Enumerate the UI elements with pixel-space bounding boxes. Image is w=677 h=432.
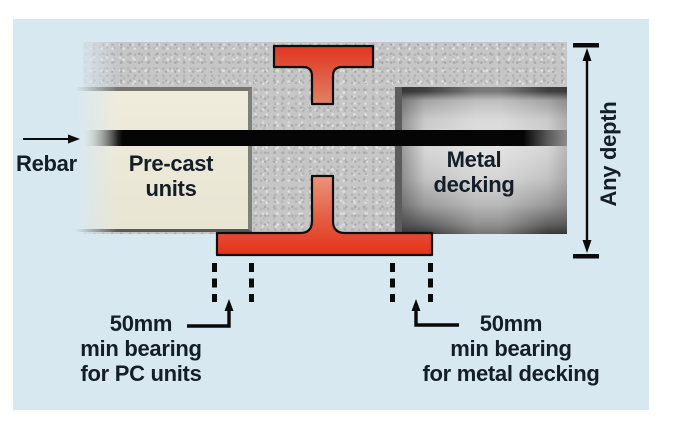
section-fade (66, 40, 118, 262)
left-bearing-note-line2: min bearing (80, 336, 202, 361)
right-bearing-note: 50mm min bearing for metal decking (411, 311, 611, 386)
precast-label: Pre-cast units (106, 151, 236, 201)
right-bearing-note-line2: min bearing (450, 336, 572, 361)
left-bearing-note-line1: 50mm (109, 311, 173, 336)
metal-decking-label-line2: decking (433, 172, 515, 197)
rebar-bar (84, 130, 567, 146)
metal-decking-label: Metal decking (409, 147, 539, 197)
precast-label-line2: units (145, 176, 197, 201)
left-bearing-note-line3: for PC units (80, 361, 202, 386)
precast-label-line1: Pre-cast (128, 151, 214, 176)
right-bearing-note-line1: 50mm (479, 311, 543, 336)
rebar-label: Rebar (16, 151, 77, 176)
any-depth-label: Any depth (596, 101, 621, 207)
right-bearing-note-line3: for metal decking (422, 361, 600, 386)
left-bearing-note: 50mm min bearing for PC units (66, 311, 216, 386)
metal-decking-label-line1: Metal (446, 147, 502, 172)
